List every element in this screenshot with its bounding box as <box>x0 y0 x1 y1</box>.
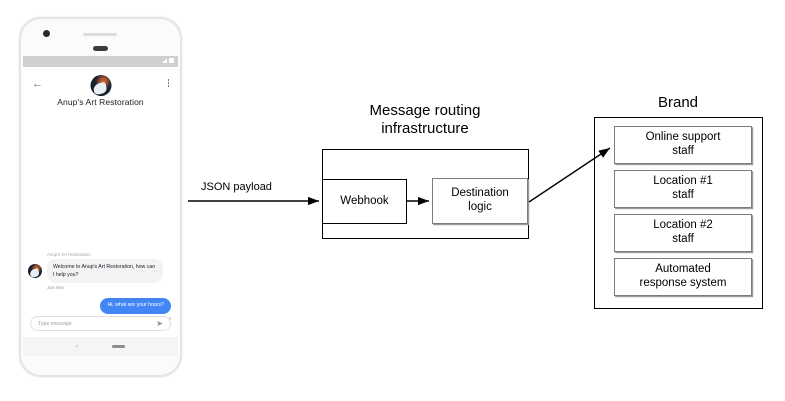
android-navigation-bar: ‹ <box>23 337 178 356</box>
signal-icon <box>162 58 167 63</box>
brand-item-automated-response-system[interactable]: Automated response system <box>614 258 752 296</box>
routing-title-line2: infrastructure <box>381 119 469 137</box>
incoming-message-timestamp: Just Now <box>47 285 65 291</box>
destination-logic-label-line2: logic <box>468 201 492 213</box>
message-composer[interactable]: Type message ➤ <box>30 316 171 331</box>
message-group: Anup's Art Restoration Welcome to Anup's… <box>23 252 178 321</box>
nav-back-icon[interactable]: ‹ <box>76 343 78 350</box>
routing-infrastructure-title: Message routing infrastructure <box>332 102 518 137</box>
webhook-box[interactable]: Webhook <box>322 179 407 224</box>
list-item: Hi, what are your hours? <box>23 298 178 314</box>
phone-screen: ← Anup's Art Restoration Anup's Art Rest… <box>23 56 178 337</box>
brand-title: Brand <box>657 94 699 111</box>
phone-speaker-grille <box>83 33 117 36</box>
message-input[interactable]: Type message <box>38 320 72 327</box>
incoming-message-bubble: Welcome to Anup's Art Restoration, how c… <box>47 259 163 284</box>
brand-item-location-2-staff[interactable]: Location #2 staff <box>614 214 752 252</box>
phone-mockup: ← Anup's Art Restoration Anup's Art Rest… <box>19 17 182 377</box>
routing-title-line1: Message routing <box>369 102 481 119</box>
send-icon[interactable]: ➤ <box>156 318 163 328</box>
brand-container <box>594 117 763 309</box>
avatar <box>28 264 42 278</box>
list-item: Welcome to Anup's Art Restoration, how c… <box>23 259 178 284</box>
battery-icon <box>169 58 174 63</box>
chat-app-header: ← Anup's Art Restoration <box>23 67 178 115</box>
page-title: Anup's Art Restoration <box>57 97 144 107</box>
brand-item-label-line1: Location #2 <box>653 219 713 232</box>
brand-item-label-line2: staff <box>672 233 694 245</box>
brand-item-label-line2: response system <box>639 277 727 289</box>
message-sender-label: Anup's Art Restoration <box>47 252 91 257</box>
json-payload-label: JSON payload <box>201 181 272 193</box>
nav-home-pill-icon[interactable] <box>112 344 125 349</box>
brand-item-online-support-staff[interactable]: Online support staff <box>614 126 752 164</box>
status-bar-icons <box>162 58 174 63</box>
brand-item-label-line1: Online support <box>645 131 721 144</box>
back-arrow-icon[interactable]: ← <box>32 78 43 90</box>
brand-item-label-line1: Location #1 <box>653 175 713 188</box>
brand-item-label-line2: staff <box>672 189 694 201</box>
brand-item-label-line1: Automated <box>655 263 711 276</box>
phone-earpiece-icon <box>93 46 108 51</box>
outgoing-message-bubble: Hi, what are your hours? <box>100 298 171 314</box>
destination-logic-label-line1: Destination <box>451 187 509 200</box>
status-bar <box>23 56 178 67</box>
phone-camera-icon <box>43 30 50 37</box>
kebab-menu-icon[interactable] <box>167 79 169 87</box>
destination-logic-box[interactable]: Destination logic <box>432 178 528 224</box>
chat-message-list: Anup's Art Restoration Welcome to Anup's… <box>23 115 178 337</box>
brand-item-label-line2: staff <box>672 145 694 157</box>
brand-avatar-icon <box>90 75 111 96</box>
brand-item-location-1-staff[interactable]: Location #1 staff <box>614 170 752 208</box>
